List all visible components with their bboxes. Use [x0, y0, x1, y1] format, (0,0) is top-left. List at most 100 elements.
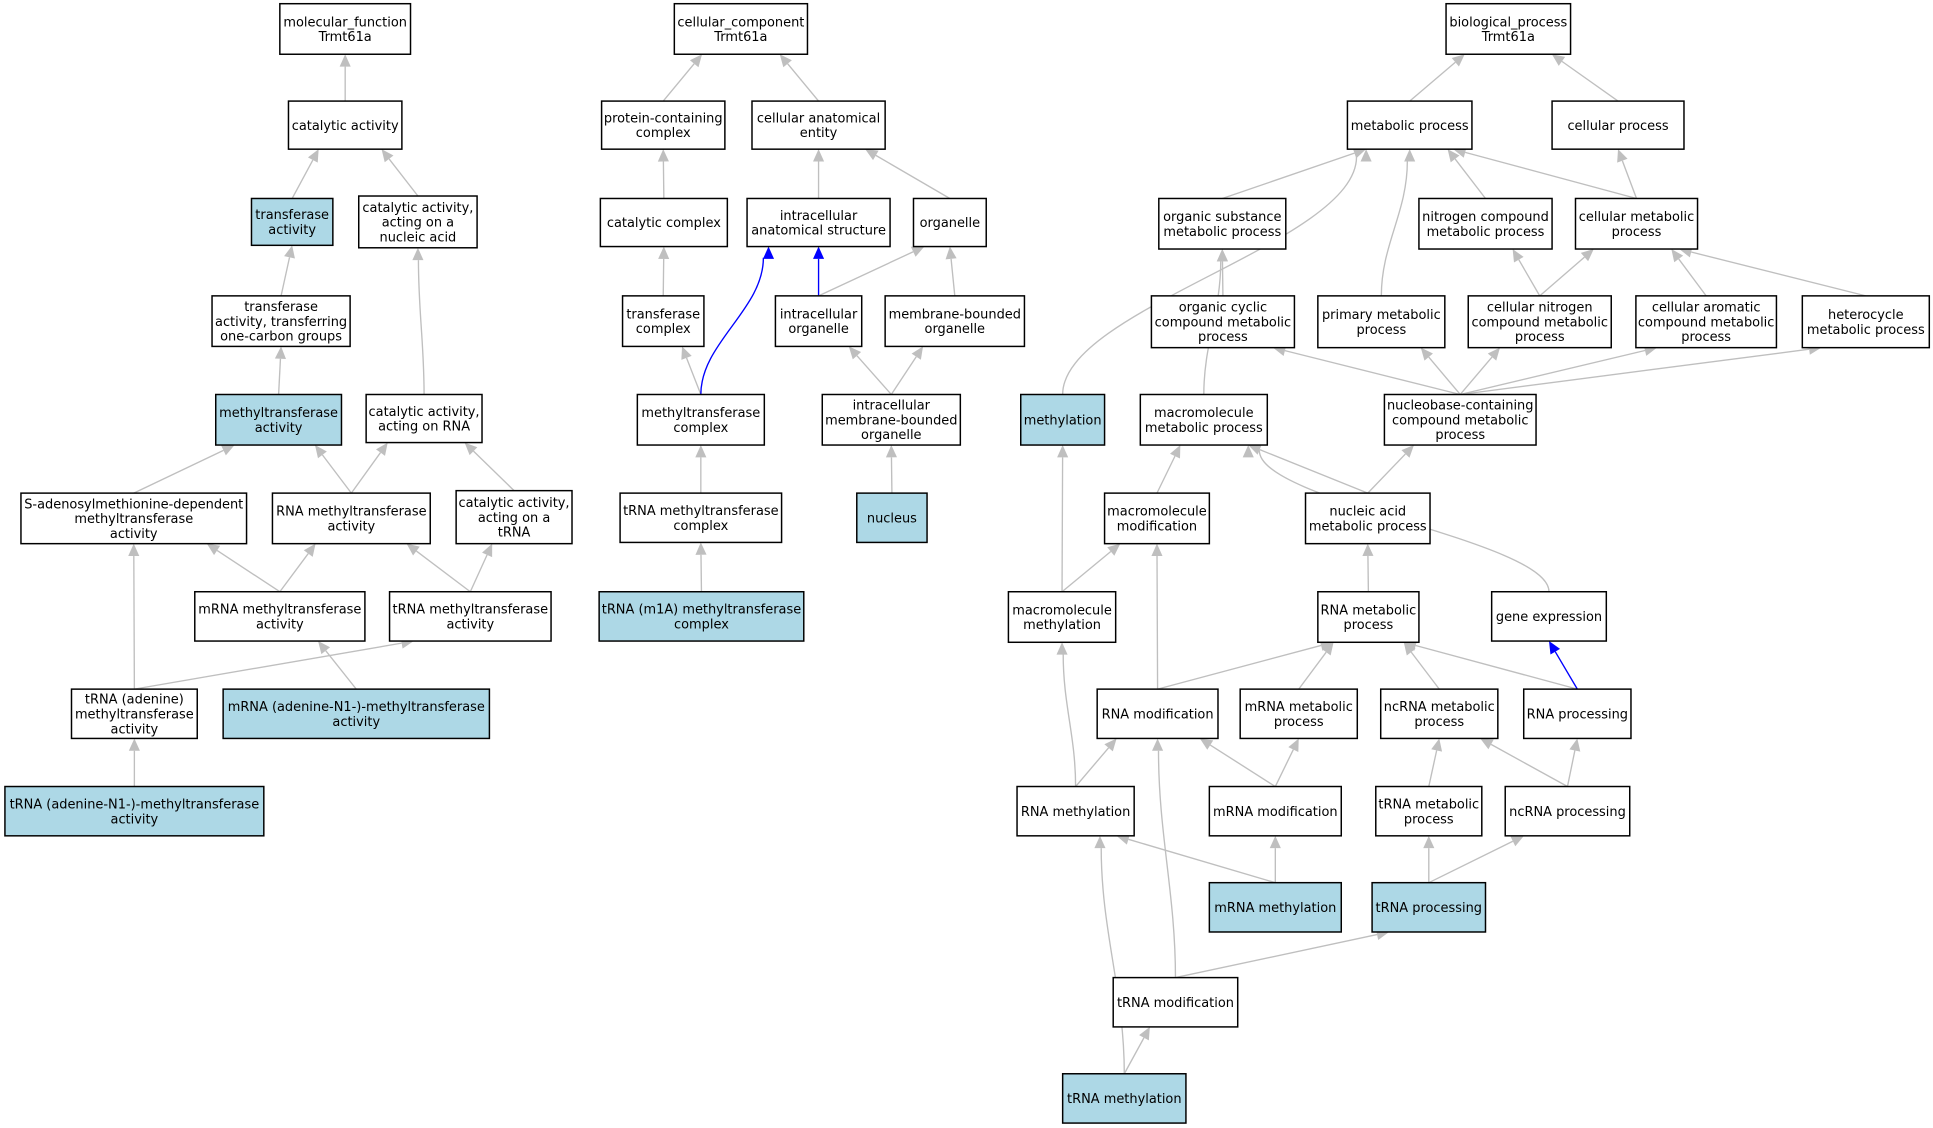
edge-arrowhead — [865, 149, 879, 161]
edge-arrowhead — [1094, 835, 1106, 849]
edge-arrowhead — [1116, 833, 1130, 845]
edge-line — [1367, 453, 1406, 494]
edge-line — [1075, 747, 1110, 787]
edge-line — [1460, 349, 1646, 396]
go-term-node-mf-cat-rna: catalytic activity,acting on RNA — [365, 393, 483, 444]
edge-arrowhead — [1269, 835, 1281, 849]
go-term-label: RNA methylation — [1021, 805, 1130, 820]
go-term-box — [1801, 295, 1931, 349]
go-term-box — [1007, 590, 1117, 644]
edge-arrowhead — [1360, 149, 1372, 162]
go-term-label: metabolic process — [1427, 225, 1545, 240]
go-term-box — [636, 393, 766, 446]
edge-bp-cmp-to-bp-cellproc — [1617, 149, 1638, 199]
edge-bp-cellproc-to-bp-root — [1551, 54, 1619, 102]
edge-arrowhead — [1510, 835, 1524, 847]
go-term-label: tRNA — [498, 526, 531, 541]
go-term-box — [1375, 785, 1483, 837]
edge-bp-mrnamod-to-bp-rnamod — [1199, 738, 1276, 788]
go-term-node-mf-cat: catalytic activity — [287, 100, 403, 150]
go-term-label: organelle — [861, 428, 921, 443]
go-term-label: activity — [255, 421, 303, 436]
edge-line — [280, 257, 291, 297]
edge-arrowhead — [406, 543, 420, 556]
go-term-label: process — [1274, 715, 1324, 730]
go-term-label: methylation — [1024, 413, 1102, 428]
edge-line — [1157, 750, 1177, 978]
edge-line — [1490, 743, 1568, 788]
edge-bp-cmp-to-bp-metab — [1453, 147, 1637, 200]
edge-bp-namp-to-bp-nbc — [1367, 445, 1414, 494]
edge-arrowhead — [1288, 738, 1299, 752]
edge-arrowhead — [689, 54, 703, 68]
edge-bp-cnc-to-bp-ncmp — [1512, 249, 1541, 297]
go-term-box — [1103, 492, 1211, 545]
edge-cc-imbo-to-cc-intorg — [848, 346, 892, 395]
go-term-label: nucleobase-containing — [1387, 399, 1534, 414]
go-term-label: transferase — [626, 307, 700, 322]
go-term-box — [746, 197, 891, 248]
edge-bp-trnaproc-to-bp-ncrnaproc — [1428, 835, 1524, 884]
go-term-box — [4, 785, 265, 837]
go-term-label: biological_process — [1449, 15, 1567, 30]
go-term-label: S-adenosylmethionine-dependent — [24, 497, 243, 512]
edge-line — [1175, 933, 1378, 979]
edge-line — [1061, 457, 1064, 592]
go-term-label: cellular_component — [677, 15, 804, 30]
go-term-box — [287, 100, 403, 150]
edge-bp-pmp-to-bp-metab — [1380, 149, 1416, 296]
go-term-node-bp-trnaproc: tRNA processing — [1371, 881, 1487, 933]
edge-bp-trnameth-to-bp-rnameth — [1094, 835, 1125, 1074]
edge-arrowhead — [1487, 347, 1500, 361]
edge-line — [1428, 840, 1514, 884]
go-term-label: modification — [1117, 519, 1197, 534]
edge-mf-cat-na-to-mf-cat — [381, 149, 419, 197]
edge-bp-methylation-to-bp-metab — [1061, 149, 1372, 395]
go-term-label: organelle — [925, 322, 985, 337]
edge-arrowhead — [1216, 249, 1228, 262]
edge-bp-ncmp-to-bp-metab — [1447, 149, 1487, 199]
edge-arrowhead — [376, 442, 388, 456]
go-term-label: process — [1681, 330, 1731, 345]
edge-line — [950, 258, 956, 296]
go-term-node-cc-organelle: organelle — [912, 197, 987, 248]
go-term-box — [1150, 295, 1296, 349]
edge-arrowhead — [1362, 543, 1374, 557]
edge-cc-nucleus-to-cc-imbo — [885, 445, 898, 494]
go-term-box — [1445, 2, 1572, 55]
go-term-node-bp-metab: metabolic process — [1346, 100, 1473, 150]
go-term-label: methylation — [1023, 618, 1101, 633]
edge-arrowhead — [1057, 445, 1069, 458]
edge-arrowhead — [1242, 445, 1254, 458]
edge-bp-ncrnaproc-to-bp-rnaproc — [1566, 738, 1581, 787]
edge-bp-macrometh-to-bp-macromod — [1061, 543, 1121, 593]
edge-line — [787, 63, 820, 102]
edge-line — [685, 357, 702, 395]
edge-arrowhead — [128, 543, 140, 556]
edge-arrowhead — [911, 346, 924, 360]
go-term-label: organelle — [788, 322, 848, 337]
edge-arrowhead — [274, 346, 286, 360]
edge-line — [1621, 160, 1638, 199]
edge-cc-ias-to-cc-cae — [813, 149, 825, 199]
edge-arrowhead — [412, 247, 424, 261]
edge-bp-ncrnamp-to-bp-rnamp — [1403, 642, 1440, 690]
edge-arrowhead — [284, 245, 295, 259]
go-term-label: compound metabolic — [1638, 315, 1774, 330]
go-term-box — [1016, 785, 1135, 837]
go-term-label: activity, transferring — [215, 315, 347, 330]
go-term-label: activity — [332, 715, 380, 730]
go-term-box — [1490, 590, 1608, 642]
edge-line — [1459, 356, 1493, 395]
edge-line — [134, 642, 402, 690]
go-term-label: mRNA methyltransferase — [198, 603, 361, 618]
edge-line — [1061, 550, 1112, 593]
